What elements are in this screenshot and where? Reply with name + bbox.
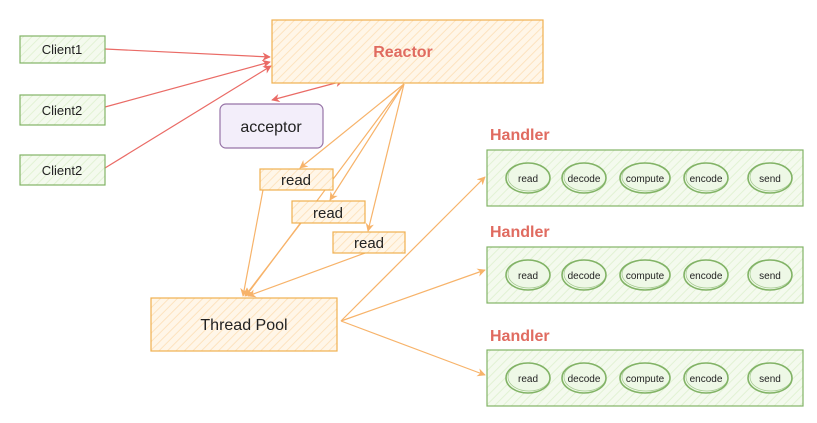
handler-step-label: encode	[690, 374, 723, 385]
handler-panel: Handler read decode compute encode send	[486, 127, 804, 207]
handler-step-sketch	[563, 362, 607, 392]
edge-read2-threadpool	[244, 222, 302, 297]
handler-step-label: compute	[626, 271, 665, 282]
handler-step-label: send	[759, 374, 781, 385]
handler-step-sketch	[685, 362, 729, 392]
client-label: Client2	[42, 163, 82, 178]
handler-step-sketch	[507, 362, 551, 392]
edge-read3-threadpool	[247, 252, 366, 298]
handler-step-sketch	[563, 162, 607, 192]
read-label: read	[313, 205, 343, 222]
read-node-2: read	[291, 200, 366, 224]
edge-reactor-read1	[299, 83, 405, 169]
handler-step-label: send	[759, 174, 781, 185]
handler-step-label: encode	[690, 174, 723, 185]
read-label: read	[354, 235, 384, 252]
edge-client2a-reactor	[104, 59, 271, 108]
handler-step-sketch	[621, 259, 671, 289]
acceptor-node: acceptor	[219, 103, 324, 149]
handler-step-sketch	[749, 162, 793, 192]
client-label: Client1	[42, 42, 82, 57]
client-edges	[104, 48, 344, 169]
handler-step-label: send	[759, 271, 781, 282]
handler-step-label: encode	[690, 271, 723, 282]
handler-step-label: read	[518, 271, 538, 282]
handler-panel: Handler read decode compute encode send	[486, 224, 804, 304]
handler-step-label: decode	[568, 374, 601, 385]
edge-threadpool-handler3	[340, 320, 486, 377]
read-node-3: read	[332, 231, 406, 254]
handler-step-label: read	[518, 174, 538, 185]
client-node-3: Client2	[19, 154, 106, 186]
handler-step-sketch	[749, 362, 793, 392]
acceptor-label: acceptor	[240, 119, 302, 136]
client-node-2: Client2	[19, 94, 106, 126]
client-node-1: Client1	[19, 35, 106, 64]
handler-step-sketch	[621, 162, 671, 192]
edge-acceptor-reactor	[271, 78, 344, 103]
handler-step-label: compute	[626, 374, 665, 385]
edge-client1-reactor	[104, 48, 271, 61]
handler-step-sketch	[621, 362, 671, 392]
read-node-1: read	[259, 168, 334, 191]
thread-pool-label: Thread Pool	[200, 317, 287, 334]
reactor-node: Reactor	[271, 19, 544, 84]
handler-step-label: compute	[626, 174, 665, 185]
reactor-label: Reactor	[373, 44, 433, 61]
handler-title: Handler	[490, 328, 550, 345]
handler-step-label: decode	[568, 174, 601, 185]
edge-reactor-read3	[365, 83, 405, 232]
handler-step-sketch	[685, 259, 729, 289]
handler-step-sketch	[749, 259, 793, 289]
handler-title: Handler	[490, 224, 550, 241]
edge-reactor-read2	[329, 83, 405, 201]
handler-title: Handler	[490, 127, 550, 144]
edge-read1-threadpool	[240, 189, 264, 297]
worker-edges	[240, 83, 486, 377]
handler-panel: Handler read decode compute encode send	[486, 328, 804, 407]
edge-client2b-reactor	[104, 65, 272, 169]
client-label: Client2	[42, 103, 82, 118]
edge-threadpool-handler2	[340, 268, 486, 322]
handler-step-sketch	[507, 259, 551, 289]
handler-step-sketch	[507, 162, 551, 192]
handler-step-label: read	[518, 374, 538, 385]
thread-pool-node: Thread Pool	[150, 297, 338, 352]
handler-step-sketch	[685, 162, 729, 192]
handler-step-sketch	[563, 259, 607, 289]
handler-step-label: decode	[568, 271, 601, 282]
read-label: read	[281, 172, 311, 189]
edge-threadpool-handler1	[340, 176, 486, 322]
